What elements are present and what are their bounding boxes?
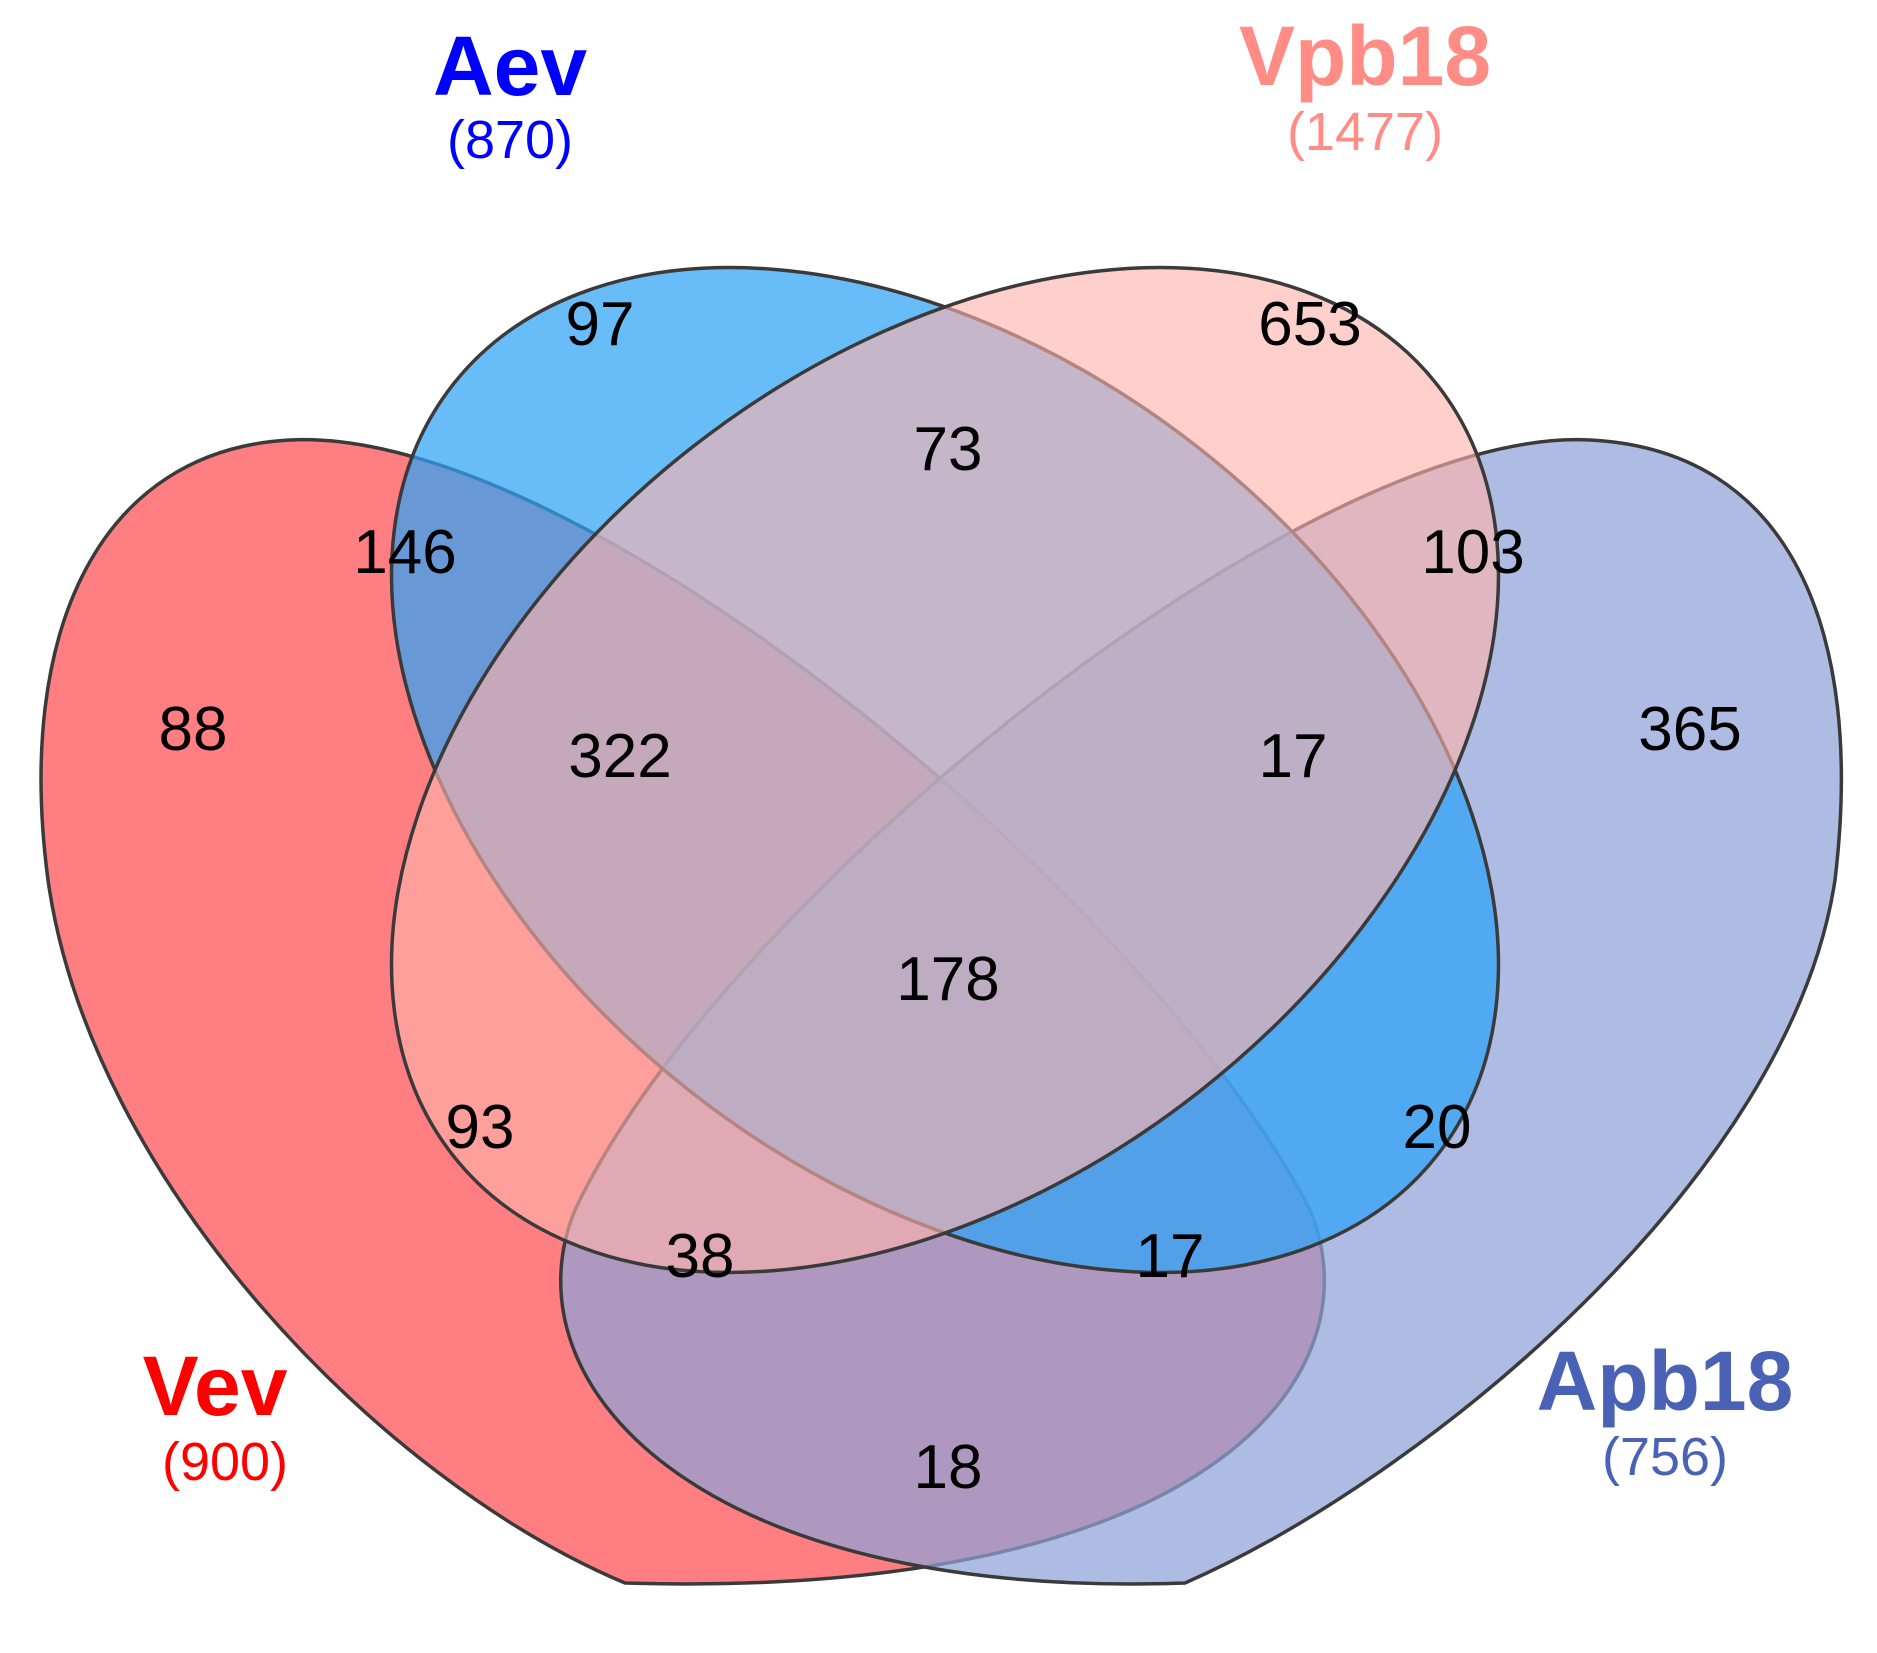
- region-count-all-four: 178: [896, 945, 999, 1014]
- set-label-vpb18: Vpb18: [1239, 9, 1491, 103]
- region-count-aev-apb18: 20: [1403, 1093, 1472, 1162]
- region-count-vev-aev-vpb18: 322: [568, 722, 671, 791]
- region-count-vev-only: 88: [159, 695, 228, 764]
- region-count-apb18-only: 365: [1638, 695, 1741, 764]
- set-total-vpb18: (1477): [1287, 102, 1443, 162]
- set-total-aev: (870): [447, 110, 573, 170]
- set-label-vev: Vev: [143, 1339, 288, 1433]
- region-count-vev-vpb18: 93: [446, 1093, 515, 1162]
- region-count-vev-aev: 146: [353, 518, 456, 587]
- region-count-vpb18-only: 653: [1258, 290, 1361, 359]
- set-label-apb18: Apb18: [1537, 1334, 1794, 1428]
- region-count-vev-vpb18-apb18: 38: [666, 1222, 735, 1291]
- set-label-aev: Aev: [433, 19, 587, 113]
- region-count-vpb18-apb18: 103: [1421, 518, 1524, 587]
- region-count-aev-only: 97: [566, 290, 635, 359]
- set-vpb18-shape: [389, 265, 1501, 1275]
- region-count-aev-vpb18: 73: [914, 415, 983, 484]
- set-total-apb18: (756): [1602, 1427, 1728, 1487]
- region-count-vev-apb18: 18: [914, 1433, 983, 1502]
- region-count-vev-aev-apb18: 17: [1136, 1222, 1205, 1291]
- region-count-aev-vpb18-apb18: 17: [1259, 722, 1328, 791]
- set-total-vev: (900): [162, 1432, 288, 1492]
